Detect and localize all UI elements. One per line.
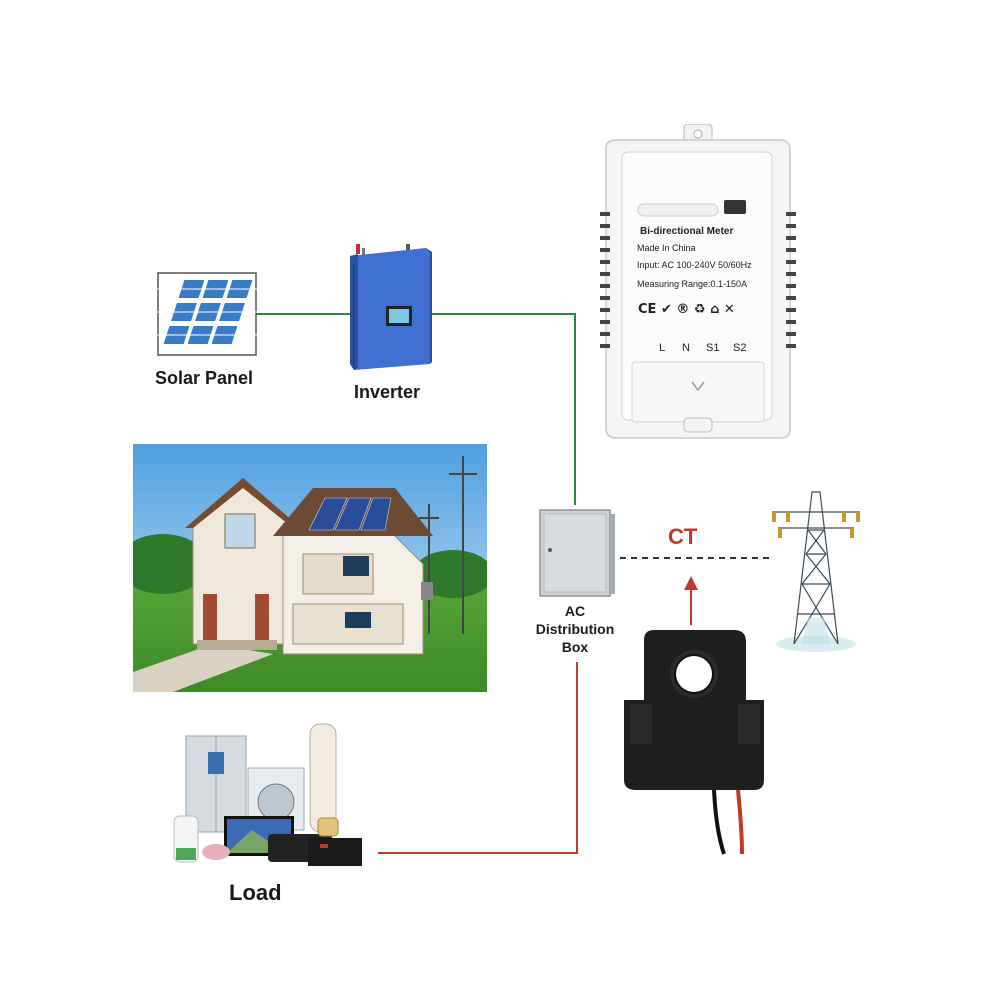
ac-box-label-line: AC	[564, 603, 586, 619]
meter-range-spec: Measuring Range:0.1-150A	[637, 279, 748, 289]
meter-made-in: Made In China	[637, 243, 696, 253]
inverter-icon	[350, 244, 432, 370]
solar-panel-label: Solar Panel	[155, 368, 254, 388]
ct-clamp-icon	[624, 630, 764, 855]
meter-title: Bi-directional Meter	[640, 226, 734, 237]
ac-box-label-line: Box	[561, 639, 589, 655]
ac-box-label: AC Distribution Box	[525, 602, 625, 656]
appliances-icon	[173, 723, 362, 866]
meter-icon	[600, 124, 796, 439]
terminal-label: L	[659, 342, 666, 354]
line-inverter-acbox	[430, 313, 576, 505]
ac-box-label-line: Distribution	[535, 621, 615, 637]
ct-label: CT	[668, 524, 698, 549]
terminal-label: N	[682, 342, 690, 354]
ct-arrow-head	[684, 576, 698, 590]
distribution-box-icon	[539, 509, 615, 597]
transmission-tower-icon	[772, 491, 860, 652]
terminal-label: S2	[733, 342, 747, 354]
certification-marks: CE ✔ ® ♻ ⌂ ✕	[638, 302, 735, 317]
inverter-label: Inverter	[354, 382, 421, 402]
solar-panel-icon	[157, 272, 257, 356]
terminal-label: S1	[706, 342, 720, 354]
house-image	[133, 444, 487, 692]
meter-input-spec: Input: AC 100-240V 50/60Hz	[637, 260, 752, 270]
line-acbox-load	[378, 662, 578, 854]
load-label: Load	[229, 880, 282, 905]
